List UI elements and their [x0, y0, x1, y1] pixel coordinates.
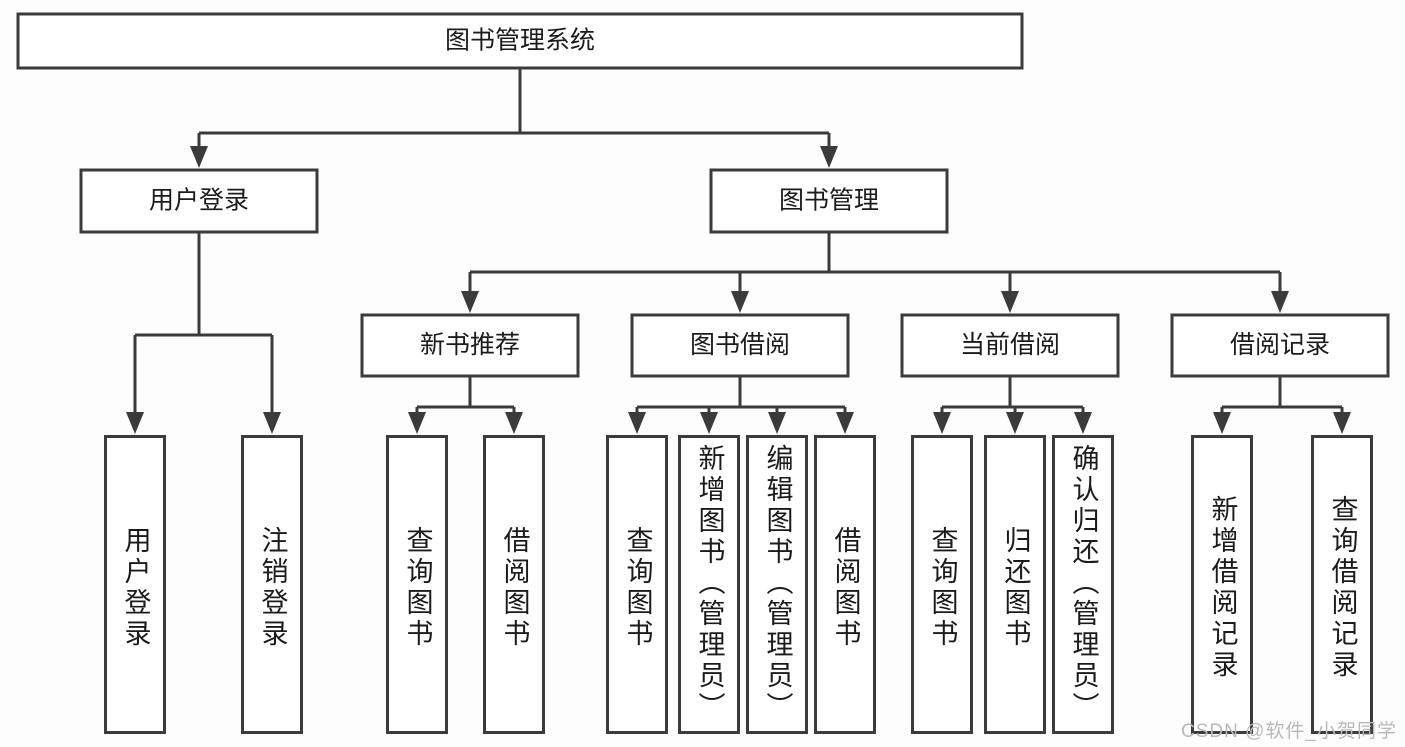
- arrow-head-icon: [1074, 412, 1092, 434]
- leaf-node-label: 归还图书: [1000, 525, 1031, 650]
- leaf-node-label: 确认归还（管理员）: [1068, 444, 1099, 723]
- leaf-node-leaf-add-borrow-record[interactable]: 新增借阅记录: [1191, 435, 1253, 734]
- node-book-manage[interactable]: 图书管理: [709, 168, 949, 234]
- node-root-label: 图书管理系统: [445, 27, 595, 55]
- node-root[interactable]: 图书管理系统: [16, 12, 1024, 70]
- leaf-node-label: 查询图书: [927, 525, 958, 650]
- arrow-head-icon: [126, 412, 144, 434]
- arrow-head-icon: [1006, 412, 1024, 434]
- node-current-borrow-label: 当前借阅: [960, 331, 1060, 359]
- leaf-node-leaf-query-borrow-record[interactable]: 查询借阅记录: [1311, 435, 1373, 734]
- arrow-head-icon: [1333, 412, 1351, 434]
- arrow-head-icon: [1271, 291, 1289, 313]
- node-book-borrow-label: 图书借阅: [690, 331, 790, 359]
- leaf-node-leaf-cur-query-book[interactable]: 查询图书: [911, 435, 973, 734]
- leaf-node-leaf-rec-borrow-book[interactable]: 借阅图书: [483, 435, 545, 734]
- node-book-borrow-rect: [630, 313, 850, 378]
- leaf-node-label: 新增借阅记录: [1207, 494, 1238, 681]
- arrow-head-icon: [700, 412, 718, 434]
- node-book-manage-label: 图书管理: [779, 187, 879, 215]
- arrow-head-icon: [263, 412, 281, 434]
- node-root-rect: [16, 12, 1024, 70]
- leaf-node-label: 借阅图书: [830, 525, 861, 650]
- leaf-node-label: 用户登录: [120, 525, 151, 650]
- leaf-node-leaf-return-book[interactable]: 归还图书: [984, 435, 1046, 734]
- arrow-head-icon: [628, 412, 646, 434]
- leaf-node-leaf-user-login[interactable]: 用户登录: [104, 435, 166, 734]
- arrow-head-icon: [820, 146, 838, 168]
- node-current-borrow-rect: [900, 313, 1120, 378]
- node-borrow-record[interactable]: 借阅记录: [1170, 313, 1390, 378]
- node-new-book-rec-label: 新书推荐: [420, 331, 520, 359]
- leaf-node-leaf-user-logout[interactable]: 注销登录: [241, 435, 303, 734]
- leaf-node-leaf-add-book-admin[interactable]: 新增图书（管理员）: [678, 435, 740, 734]
- node-new-book-rec-rect: [360, 313, 580, 378]
- leaf-node-leaf-rec-query-book[interactable]: 查询图书: [386, 435, 448, 734]
- leaf-node-label: 注销登录: [257, 525, 288, 650]
- leaf-node-leaf-borrow-query-book[interactable]: 查询图书: [606, 435, 668, 734]
- arrow-head-icon: [1001, 291, 1019, 313]
- node-user-login-label: 用户登录: [149, 187, 249, 215]
- node-new-book-rec[interactable]: 新书推荐: [360, 313, 580, 378]
- arrow-head-icon: [768, 412, 786, 434]
- leaf-node-label: 查询图书: [622, 525, 653, 650]
- node-book-manage-rect: [709, 168, 949, 234]
- arrow-head-icon: [731, 291, 749, 313]
- leaf-node-leaf-edit-book-admin[interactable]: 编辑图书（管理员）: [746, 435, 808, 734]
- arrow-head-icon: [505, 412, 523, 434]
- node-current-borrow[interactable]: 当前借阅: [900, 313, 1120, 378]
- leaf-node-label: 查询借阅记录: [1327, 494, 1358, 681]
- leaf-node-label: 新增图书（管理员）: [694, 444, 725, 723]
- leaf-node-label: 查询图书: [402, 525, 433, 650]
- node-borrow-record-rect: [1170, 313, 1390, 378]
- leaf-node-leaf-borrow-book[interactable]: 借阅图书: [814, 435, 876, 734]
- arrow-head-icon: [1213, 412, 1231, 434]
- leaf-node-leaf-confirm-return-admin[interactable]: 确认归还（管理员）: [1052, 435, 1114, 734]
- arrow-head-icon: [836, 412, 854, 434]
- node-borrow-record-label: 借阅记录: [1230, 331, 1330, 359]
- node-user-login-rect: [79, 168, 319, 234]
- node-book-borrow[interactable]: 图书借阅: [630, 313, 850, 378]
- arrow-head-icon: [933, 412, 951, 434]
- arrow-head-icon: [461, 291, 479, 313]
- arrow-head-icon: [408, 412, 426, 434]
- leaf-node-label: 借阅图书: [499, 525, 530, 650]
- leaf-node-label: 编辑图书（管理员）: [762, 444, 793, 723]
- node-user-login[interactable]: 用户登录: [79, 168, 319, 234]
- connector-layer: [126, 68, 1351, 434]
- arrow-head-icon: [190, 146, 208, 168]
